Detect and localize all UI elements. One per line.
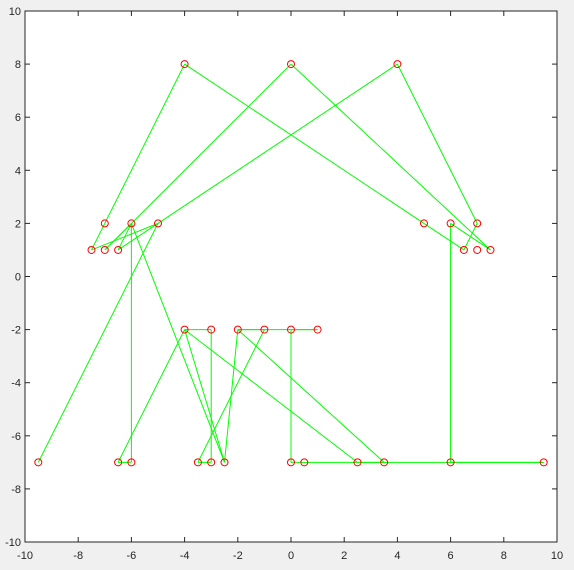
line-segment [450,222,491,251]
y-tick-label: 10 [9,6,21,18]
data-point [287,60,295,69]
line-segment [224,329,239,463]
x-tick-label: 2 [341,550,347,562]
line-segment [117,63,398,251]
data-point [287,325,295,334]
y-tick-label: 8 [15,59,21,71]
data-point [207,458,216,467]
line-segment [117,223,132,251]
y-tick-label: -8 [11,484,21,496]
line-segment [290,63,491,251]
y-tick-label: -6 [11,431,21,443]
x-tick-label: -2 [233,550,243,562]
data-point [207,325,216,334]
data-point [180,60,189,69]
x-tick-label: 0 [288,550,294,562]
line-segment [396,63,478,224]
data-point [34,458,43,467]
line-segment [423,222,465,251]
line-segment [91,223,106,251]
line-segment [117,329,186,463]
line-segment [237,329,385,463]
data-point [233,325,242,334]
data-point [154,219,162,228]
data-point [473,245,482,254]
x-tick-label: 6 [448,550,454,562]
data-point [114,458,123,467]
data-point [220,458,229,467]
line-segment [104,63,186,224]
data-point [180,325,189,334]
x-tick-label: 8 [501,550,507,562]
data-point [287,458,295,467]
plot-markers [34,60,548,467]
line-segment [130,223,225,463]
data-point [486,245,495,254]
data-point [380,458,389,467]
data-point [353,458,362,467]
y-tick-label: 2 [15,218,21,230]
x-tick-label: -8 [73,550,83,562]
data-point [446,458,455,467]
y-axis: -10 -8 -6 -4 -2 0 2 4 6 8 10 [5,6,557,549]
x-tick-label: -6 [127,550,137,562]
line-segment [104,63,292,251]
line-segment [104,223,132,251]
y-tick-label: -2 [11,325,21,337]
data-point [420,219,428,228]
y-tick-label: 6 [15,112,21,124]
x-axis: -10 -8 -6 -4 -2 0 2 4 6 8 10 [17,11,563,562]
data-point [114,245,123,254]
y-tick-label: -10 [5,537,21,549]
line-segment [184,329,225,463]
data-point [459,245,468,254]
data-point [193,458,202,467]
y-tick-label: 0 [15,272,21,284]
y-tick-label: -4 [11,378,21,390]
line-segment [184,63,425,224]
x-tick-label: -4 [180,550,190,562]
data-point [127,458,136,467]
data-point [260,325,269,334]
data-point [300,458,309,467]
x-tick-label: -10 [17,550,33,562]
data-point [87,245,96,254]
data-point [446,219,455,228]
line-segment [37,223,159,463]
plot-lines [37,63,544,463]
data-point [100,245,109,254]
data-point [473,219,482,228]
data-point [313,325,322,334]
x-tick-label: 4 [394,550,400,562]
data-point [127,219,136,228]
x-tick-label: 10 [551,550,563,562]
data-point [393,60,402,69]
y-tick-label: 4 [15,165,21,177]
data-point [100,219,109,228]
data-point [539,458,548,467]
line-segment [184,329,358,463]
